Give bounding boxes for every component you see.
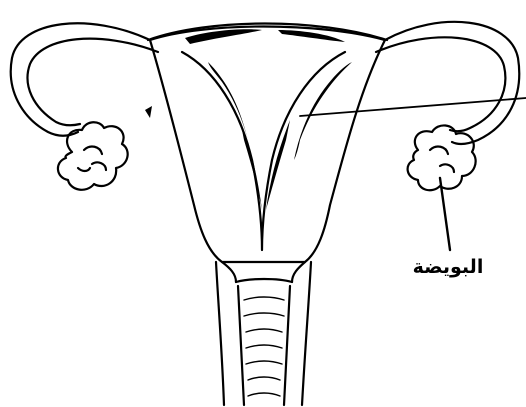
left-tube-outer — [11, 23, 150, 135]
ovum-label: البويضة — [408, 256, 488, 278]
cervix-opening — [236, 279, 292, 282]
vagina-inner-left — [238, 286, 244, 405]
uterine-cavity — [182, 52, 345, 250]
cervix-right — [292, 262, 305, 282]
right-ovary — [408, 125, 476, 190]
left-ovary-detail — [78, 147, 106, 171]
lining-right — [294, 62, 352, 160]
lining-fundus-right — [278, 30, 345, 42]
right-ovary-detail — [430, 147, 454, 172]
lining-fundus-left — [185, 29, 262, 44]
right-tube-inner — [376, 37, 505, 131]
left-tube-dot — [145, 106, 152, 118]
lining-right-lower — [266, 120, 290, 210]
vagina-left-wall — [216, 262, 224, 405]
cervix-left — [222, 262, 236, 282]
left-ovary — [58, 122, 128, 190]
uterus-outer-wall — [150, 27, 385, 263]
vagina-inner-right — [284, 286, 290, 405]
right-tube-outer — [385, 22, 519, 144]
vagina-right-wall — [302, 262, 311, 405]
left-tube-inner — [28, 39, 158, 126]
rugae — [244, 297, 284, 396]
